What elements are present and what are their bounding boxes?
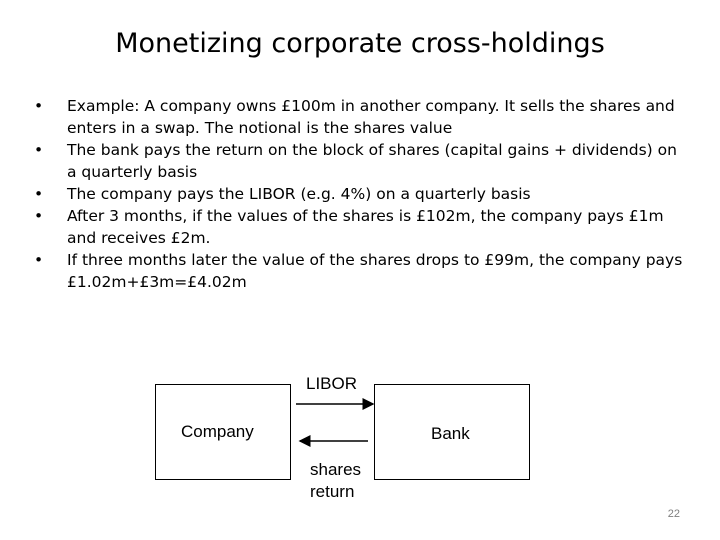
bullet-marker: • [34,97,44,115]
bank-box [374,384,530,480]
return-label: return [310,482,355,501]
company-label: Company [181,422,254,441]
bullet-marker: • [34,141,44,159]
bullet-text: If three months later the value of the s… [67,251,683,291]
bullet-text: Example: A company owns £100m in another… [67,97,675,137]
bullet-marker: • [34,251,44,269]
bullet-marker: • [34,185,44,203]
bullet-item: • The bank pays the return on the block o… [34,139,684,183]
bullet-item: • After 3 months, if the values of the sh… [34,205,684,249]
bullet-list: • Example: A company owns £100m in anothe… [34,95,684,293]
bullet-item: • Example: A company owns £100m in anothe… [34,95,684,139]
company-box [155,384,291,480]
bullet-item: • The company pays the LIBOR (e.g. 4%) on… [34,183,684,205]
bullet-text: The bank pays the return on the block of… [67,141,677,181]
bullet-text: After 3 months, if the values of the sha… [67,207,664,247]
shares-label: shares [310,460,362,479]
bullet-item: • If three months later the value of the … [34,249,684,293]
bank-label: Bank [431,424,470,443]
bullet-text: The company pays the LIBOR (e.g. 4%) on … [67,185,531,203]
slide-title: Monetizing corporate cross-holdings [115,28,605,59]
bullet-marker: • [34,207,44,225]
page-number: 22 [667,508,680,520]
libor-label: LIBOR [304,374,360,394]
